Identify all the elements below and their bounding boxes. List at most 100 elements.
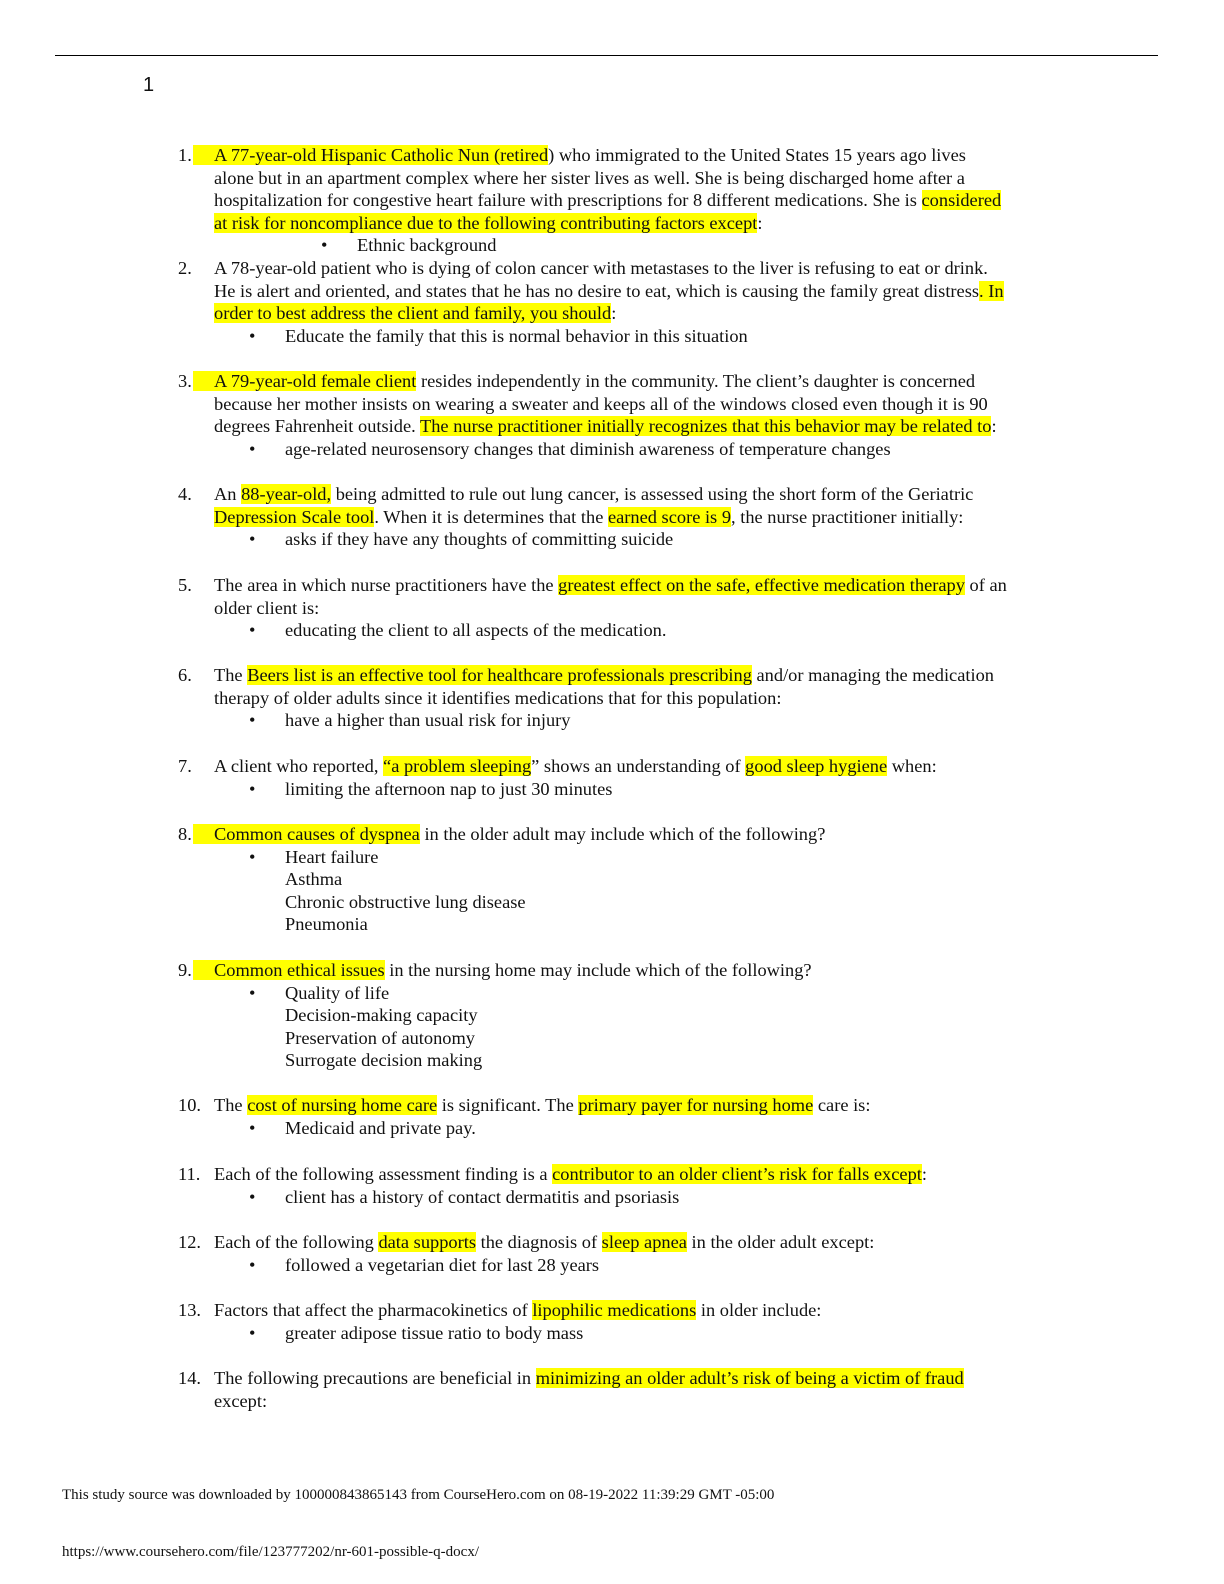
highlighted-text: sleep apnea <box>601 1232 687 1252</box>
answer-text: age-related neurosensory changes that di… <box>285 438 891 459</box>
highlighted-text: 88-year-old, <box>241 484 332 504</box>
question-item: 7.A client who reported, “a problem slee… <box>178 755 1078 800</box>
question-item: 3.A 79-year-old female client resides in… <box>178 370 1078 460</box>
download-notice: This study source was downloaded by 1000… <box>62 1487 775 1503</box>
answer-text: followed a vegetarian diet for last 28 y… <box>285 1254 600 1275</box>
highlighted-text: order to best address the client and fam… <box>214 303 612 324</box>
question-item: 6.The Beers list is an effective tool fo… <box>178 664 1078 732</box>
question-number: 6. <box>178 665 192 685</box>
answer-item: Asthma <box>285 868 1078 891</box>
question-number: 14. <box>178 1368 201 1388</box>
answer-item: • limiting the afternoon nap to just 30 m… <box>249 778 1078 801</box>
answer-item: • followed a vegetarian diet for last 28 … <box>249 1254 1078 1277</box>
text-segment: hospitalization for congestive heart fai… <box>214 190 922 211</box>
question-text-line: at risk for noncompliance due to the fol… <box>214 212 1078 235</box>
text-segment: therapy of older adults since it identif… <box>214 687 782 708</box>
question-text-line: The area in which nurse practitioners ha… <box>214 574 1078 597</box>
question-item: 13.Factors that affect the pharmacokinet… <box>178 1299 1078 1344</box>
question-text-line: therapy of older adults since it identif… <box>214 687 1078 710</box>
question-text-line: hospitalization for congestive heart fai… <box>214 189 1078 212</box>
question-text-line: An 88-year-old, being admitted to rule o… <box>214 483 1078 506</box>
question-text-line: Each of the following assessment finding… <box>214 1163 1078 1186</box>
highlighted-text: Depression Scale tool <box>214 506 375 527</box>
highlighted-text: primary payer for nursing home <box>578 1095 814 1115</box>
text-segment: of an <box>964 575 1007 595</box>
text-segment: , the nurse practitioner initially: <box>731 506 964 527</box>
answer-text: Decision-making capacity <box>285 1005 478 1026</box>
answer-item: • client has a history of contact dermati… <box>249 1186 1078 1209</box>
highlighted-text: Common causes of dyspnea <box>193 824 420 844</box>
question-number: 5. <box>178 575 192 595</box>
question-text-line: Factors that affect the pharmacokinetics… <box>214 1299 1078 1322</box>
question-item: 5. The area in which nurse practitioners … <box>178 574 1078 642</box>
answer-text: client has a history of contact dermatit… <box>285 1186 680 1207</box>
text-segment: : <box>991 416 997 437</box>
bullet-icon: • <box>249 325 256 346</box>
question-text-line: A client who reported, “a problem sleepi… <box>214 755 1078 778</box>
bullet-icon: • <box>249 1186 256 1207</box>
highlighted-text: . In <box>979 280 1004 301</box>
bullet-icon: • <box>249 529 256 550</box>
question-number: 8. <box>178 824 192 844</box>
highlighted-text: Beers list is an effective tool for heal… <box>247 665 752 685</box>
text-segment: : <box>757 212 763 233</box>
highlighted-text: A 77-year-old Hispanic Catholic Nun (ret… <box>193 145 549 165</box>
question-text-line: The cost of nursing home care is signifi… <box>214 1094 1078 1117</box>
text-segment: A 78-year-old patient who is dying of co… <box>214 258 988 278</box>
text-segment: and/or managing the medication <box>751 665 994 685</box>
text-segment: Each of the following assessment finding… <box>214 1164 553 1184</box>
bullet-icon: • <box>249 846 256 867</box>
question-text-line: Common causes of dyspnea in the older ad… <box>193 823 1078 846</box>
bullet-icon: • <box>249 1254 256 1275</box>
bullet-icon: • <box>249 1117 256 1138</box>
bullet-icon: • <box>249 620 256 641</box>
question-text-line: except: <box>214 1390 1078 1413</box>
text-segment: ) who immigrated to the United States 15… <box>548 145 966 165</box>
text-segment: The area in which nurse practitioners ha… <box>214 575 559 595</box>
text-segment: in the nursing home may include which of… <box>384 960 812 980</box>
text-segment: when: <box>887 756 937 776</box>
question-text-line: A 77-year-old Hispanic Catholic Nun (ret… <box>193 144 1078 167</box>
text-segment: Each of the following <box>214 1232 379 1252</box>
text-segment: being admitted to rule out lung cancer, … <box>331 484 974 504</box>
question-number: 2. <box>178 258 192 278</box>
bullet-icon: • <box>249 982 256 1003</box>
text-segment: : <box>611 303 617 324</box>
text-segment: : <box>921 1164 927 1184</box>
header-rule <box>55 55 1158 56</box>
highlighted-text: Common ethical issues <box>193 960 385 980</box>
answer-item: Decision-making capacity <box>285 1004 1078 1027</box>
question-text-line: Common ethical issues in the nursing hom… <box>193 959 1078 982</box>
text-segment: in the older adult except: <box>686 1232 875 1252</box>
text-segment: care is: <box>813 1095 871 1115</box>
question-item: 12.Each of the following data supports t… <box>178 1231 1078 1276</box>
text-segment: . When it is determines that the <box>374 506 608 527</box>
question-number: 1. <box>178 145 192 165</box>
answer-item: Surrogate decision making <box>285 1049 1078 1072</box>
highlighted-text: “a problem sleeping <box>383 756 532 776</box>
answer-item: • educating the client to all aspects of … <box>249 619 1078 642</box>
question-text-line: degrees Fahrenheit outside. The nurse pr… <box>214 415 1078 438</box>
source-url[interactable]: https://www.coursehero.com/file/12377720… <box>62 1544 479 1560</box>
answer-text: limiting the afternoon nap to just 30 mi… <box>285 778 613 799</box>
text-segment: because her mother insists on wearing a … <box>214 393 988 414</box>
question-item: 11.Each of the following assessment find… <box>178 1163 1078 1208</box>
answer-text: asks if they have any thoughts of commit… <box>285 529 674 550</box>
question-number: 9. <box>178 960 192 980</box>
question-text-line: alone but in an apartment complex where … <box>214 167 1078 190</box>
answer-item: •greater adipose tissue ratio to body ma… <box>249 1322 1078 1345</box>
page-number: 1 <box>143 74 155 96</box>
highlighted-text: earned score is 9 <box>607 506 732 527</box>
bullet-icon: • <box>249 778 256 799</box>
text-segment: older client is: <box>214 597 320 618</box>
text-segment: in older include: <box>696 1300 822 1320</box>
answer-text: Pneumonia <box>285 914 368 935</box>
highlighted-text: The nurse practitioner initially recogni… <box>420 416 992 437</box>
answer-item: Chronic obstructive lung disease <box>285 891 1078 914</box>
question-text-line: because her mother insists on wearing a … <box>214 393 1078 416</box>
question-text-line: Depression Scale tool. When it is determ… <box>214 506 1078 529</box>
text-segment: alone but in an apartment complex where … <box>214 167 965 188</box>
answer-item: • asks if they have any thoughts of commi… <box>249 528 1078 551</box>
answer-text: educating the client to all aspects of t… <box>285 620 667 641</box>
highlighted-text: cost of nursing home care <box>247 1095 438 1115</box>
